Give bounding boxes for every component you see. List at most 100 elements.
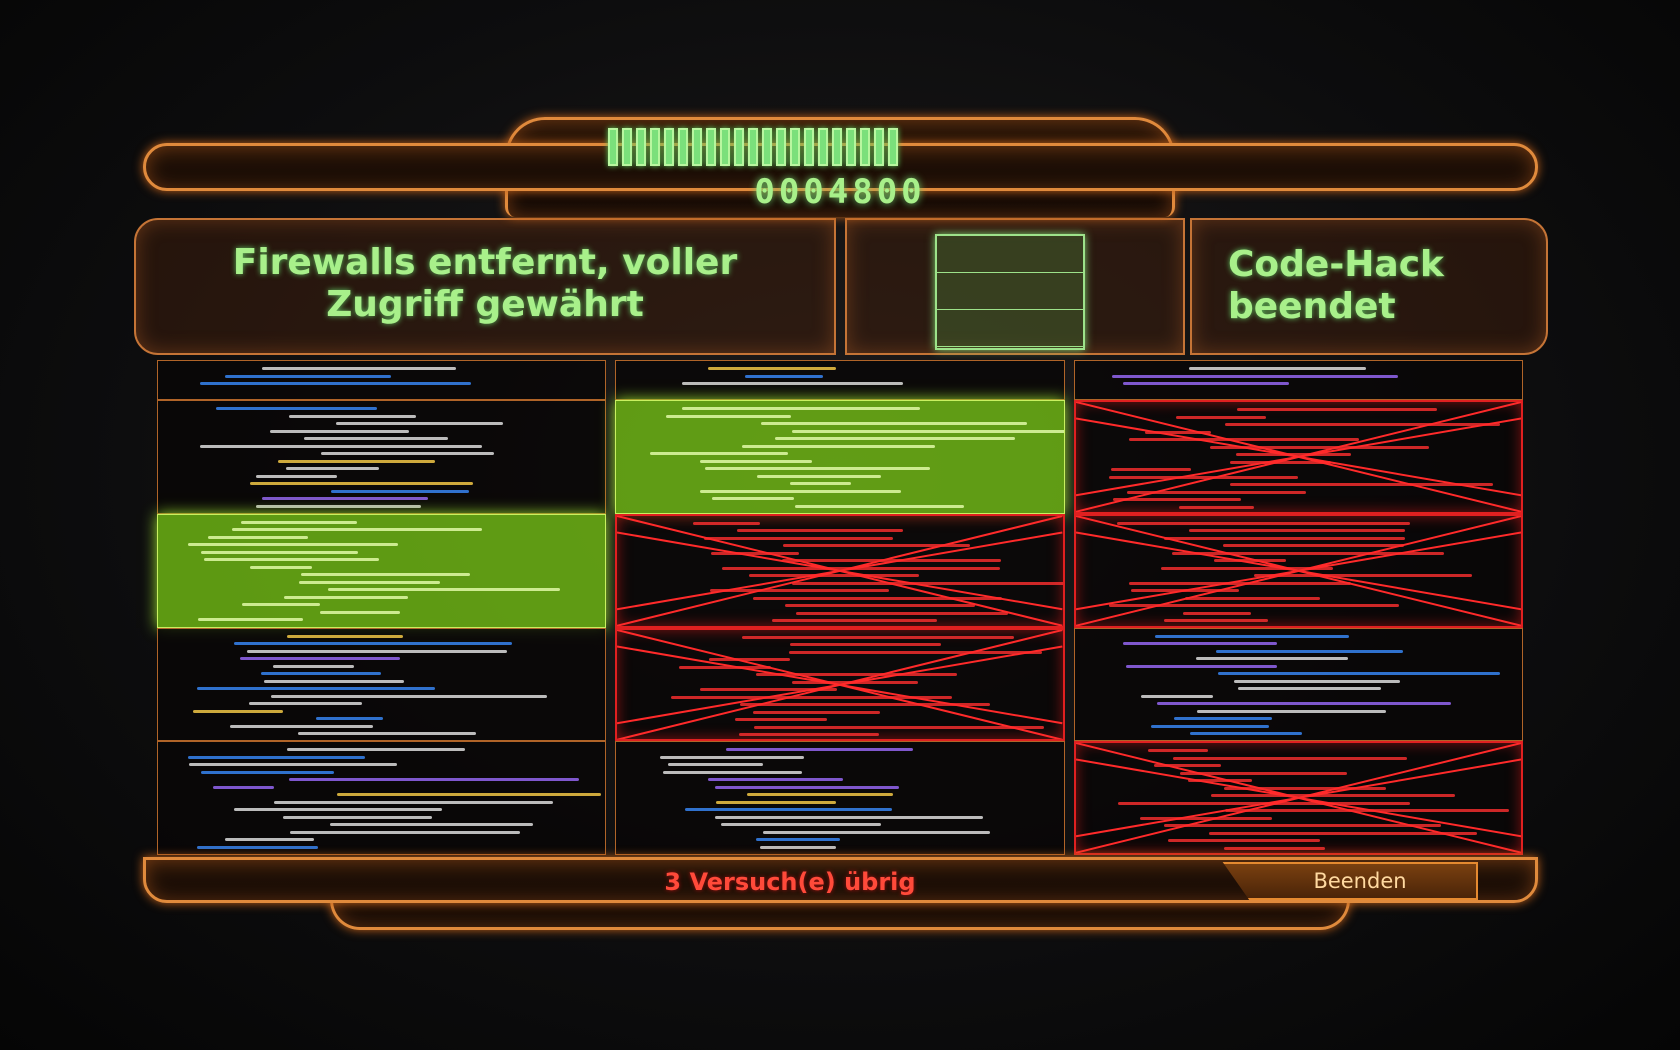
code-block[interactable]: [1073, 360, 1523, 400]
code-preview-panel: [845, 218, 1185, 355]
code-line: [273, 800, 553, 804]
code-line: [666, 414, 791, 418]
code-line: [213, 785, 274, 789]
code-line: [715, 785, 900, 789]
time-progress-bar: [608, 128, 898, 166]
code-line: [188, 763, 398, 767]
code-line: [1209, 831, 1478, 835]
code-line: [1172, 551, 1445, 555]
code-line: [288, 414, 417, 418]
code-line: [298, 580, 440, 584]
code-line: [709, 658, 790, 661]
code-block: [615, 400, 1065, 514]
code-line: [1116, 521, 1411, 525]
code-line: [1182, 611, 1252, 615]
code-line: [707, 367, 837, 370]
code-line: [1111, 468, 1191, 471]
code-line: [201, 770, 335, 774]
progress-segment: [832, 128, 842, 166]
progress-segment: [636, 128, 646, 166]
code-block[interactable]: [157, 627, 607, 742]
blocked-x-icon: [617, 516, 1062, 626]
code-line: [331, 489, 470, 493]
code-preview-thumbnail: [935, 234, 1085, 350]
code-line: [1161, 566, 1334, 570]
code-line: [290, 830, 520, 834]
progress-segment: [692, 128, 702, 166]
code-line: [262, 497, 428, 500]
code-line: [1128, 581, 1352, 585]
code-block[interactable]: [1073, 627, 1523, 742]
code-block[interactable]: [157, 741, 607, 855]
code-line: [1108, 475, 1298, 479]
code-line: [198, 618, 303, 622]
code-block: [157, 513, 607, 628]
code-line: [248, 702, 363, 705]
code-line: [1230, 483, 1493, 486]
code-line: [1224, 846, 1326, 850]
code-line: [789, 643, 942, 646]
code-line: [712, 497, 794, 500]
code-line: [1113, 498, 1241, 501]
code-line: [720, 823, 882, 827]
code-line: [330, 823, 534, 827]
code-line: [335, 422, 503, 425]
code-block-grid: [157, 360, 1523, 855]
blocked-x-icon: [1076, 516, 1521, 626]
progress-segment: [860, 128, 870, 166]
code-line: [738, 733, 879, 736]
code-line: [716, 800, 837, 804]
code-line: [1125, 664, 1277, 668]
quit-button[interactable]: Beenden: [1222, 862, 1478, 900]
code-line: [1164, 619, 1269, 623]
code-line: [1164, 536, 1405, 540]
code-line: [200, 550, 358, 554]
progress-segment: [678, 128, 688, 166]
score-display: 0004800: [754, 172, 926, 212]
code-line: [1213, 559, 1287, 563]
code-block[interactable]: [157, 400, 607, 514]
code-block[interactable]: [615, 360, 1065, 400]
code-line: [715, 815, 984, 819]
code-line: [753, 710, 880, 714]
progress-segment: [622, 128, 632, 166]
code-line: [1153, 764, 1221, 768]
code-line: [229, 724, 373, 728]
code-line: [755, 673, 958, 676]
code-line: [761, 422, 1028, 425]
blocked-x-icon: [617, 630, 1062, 740]
code-line: [264, 679, 404, 683]
code-line: [792, 581, 1063, 585]
code-line: [232, 528, 483, 532]
code-line: [285, 467, 379, 470]
code-block: [1073, 400, 1523, 514]
code-line: [315, 717, 383, 720]
code-line: [283, 595, 409, 599]
code-line: [1210, 794, 1455, 798]
code-line: [671, 695, 953, 699]
progress-segment: [720, 128, 730, 166]
code-line: [197, 687, 436, 690]
code-line: [1184, 596, 1321, 600]
code-line: [204, 558, 380, 562]
code-line: [756, 474, 881, 478]
code-line: [741, 635, 1015, 639]
code-block[interactable]: [157, 360, 607, 400]
code-line: [1148, 749, 1209, 753]
code-line: [699, 459, 812, 463]
code-line: [789, 650, 1042, 654]
code-line: [1174, 717, 1272, 720]
code-line: [1196, 709, 1387, 713]
code-line: [1176, 415, 1267, 419]
code-line: [1216, 649, 1403, 653]
code-line: [1196, 657, 1349, 660]
code-block[interactable]: [615, 741, 1065, 855]
code-line: [763, 830, 990, 834]
code-line: [233, 642, 512, 645]
code-line: [286, 634, 403, 638]
code-line: [726, 748, 913, 752]
code-line: [1190, 732, 1302, 735]
code-line: [742, 444, 936, 448]
code-line: [241, 603, 321, 607]
code-line: [1122, 382, 1290, 385]
